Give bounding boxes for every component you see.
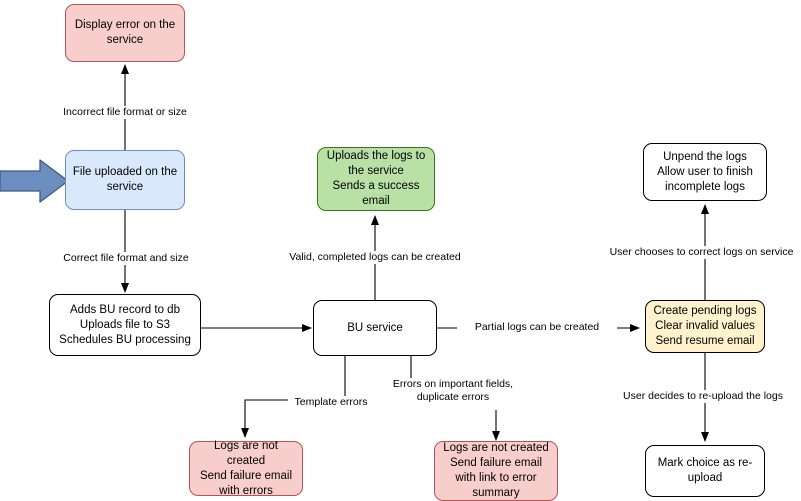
node-file-uploaded[interactable]: File uploaded on the service bbox=[65, 150, 185, 210]
edge-label-valid-completed: Valid, completed logs can be created bbox=[272, 251, 478, 264]
edge-label-errors-important: Errors on important fields, duplicate er… bbox=[390, 378, 516, 404]
input-flow-arrow bbox=[0, 159, 69, 203]
edge-label-partial-logs: Partial logs can be created bbox=[457, 321, 617, 334]
edge-label-template-errors: Template errors bbox=[288, 396, 374, 409]
node-bu-service[interactable]: BU service bbox=[313, 300, 437, 356]
edge-label-user-reuploads: User decides to re-upload the logs bbox=[611, 390, 795, 403]
edge-label-user-corrects: User chooses to correct logs on service bbox=[602, 246, 801, 259]
edge-label-correct-format: Correct file format and size bbox=[48, 252, 204, 265]
node-display-error[interactable]: Display error on the service bbox=[65, 4, 185, 62]
node-mark-choice[interactable]: Mark choice as re- upload bbox=[645, 445, 765, 497]
node-create-pending-logs[interactable]: Create pending logs Clear invalid values… bbox=[645, 300, 765, 353]
edge-label-incorrect-format: Incorrect file format or size bbox=[45, 106, 205, 119]
node-adds-bu-record[interactable]: Adds BU record to db Uploads file to S3 … bbox=[49, 294, 201, 356]
node-unpend-logs[interactable]: Unpend the logs Allow user to finish inc… bbox=[643, 143, 767, 201]
node-logs-not-created-link[interactable]: Logs are not created Send failure email … bbox=[434, 441, 558, 501]
node-uploads-logs[interactable]: Uploads the logs to the service Sends a … bbox=[317, 147, 435, 211]
node-logs-not-created-errors[interactable]: Logs are not created Send failure email … bbox=[189, 440, 303, 497]
